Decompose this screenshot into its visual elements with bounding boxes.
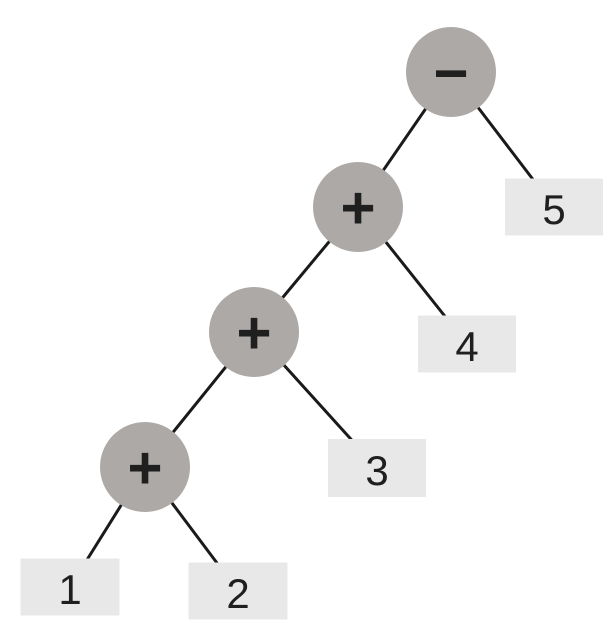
operand-node-leaf-3 (328, 439, 426, 497)
operator-node-op-minus (406, 27, 496, 117)
operand-node-leaf-2 (188, 562, 288, 620)
operator-node-op-plus-2 (209, 287, 299, 377)
node-label-leaf-5: 5 (542, 186, 565, 233)
node-label-op-plus-2: + (236, 300, 271, 367)
operator-node-op-plus-3 (100, 422, 190, 512)
operand-node-leaf-5 (505, 178, 603, 236)
node-label-leaf-4: 4 (455, 323, 478, 370)
operator-node-op-plus-1 (313, 162, 403, 252)
node-label-op-minus: − (433, 40, 468, 107)
node-label-leaf-2: 2 (226, 570, 249, 617)
operand-node-leaf-4 (418, 315, 516, 373)
node-label-leaf-3: 3 (365, 447, 388, 494)
node-label-leaf-1: 1 (58, 566, 81, 613)
operand-node-leaf-1 (20, 558, 120, 616)
node-label-op-plus-3: + (127, 435, 162, 502)
node-label-op-plus-1: + (340, 175, 375, 242)
